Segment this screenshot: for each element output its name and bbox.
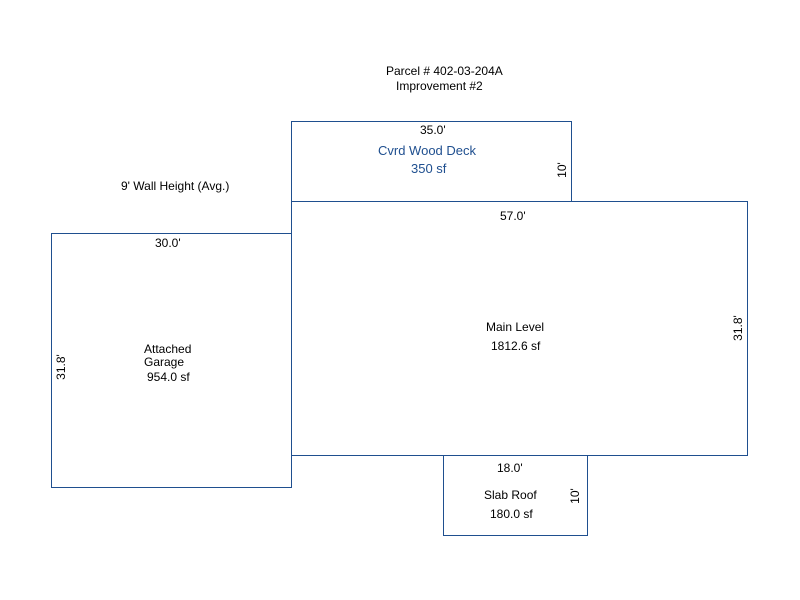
- slab-name: Slab Roof: [484, 488, 537, 502]
- wall-height-note: 9' Wall Height (Avg.): [121, 179, 230, 193]
- main-width-label: 57.0': [500, 209, 526, 223]
- slab-depth-label: 10': [568, 488, 582, 504]
- deck-area: 350 sf: [411, 161, 447, 176]
- garage-area: 954.0 sf: [147, 370, 190, 384]
- main-name: Main Level: [486, 320, 545, 334]
- garage-name-line2: Garage: [144, 355, 185, 369]
- slab-roof-room: [443, 455, 588, 536]
- slab-width-label: 18.0': [497, 461, 523, 475]
- main-area: 1812.6 sf: [491, 339, 541, 353]
- deck-width-label: 35.0': [420, 123, 446, 137]
- garage-depth-label: 31.8': [54, 354, 68, 380]
- improvement-label: Improvement #2: [396, 79, 483, 93]
- garage-name-line1: Attached: [144, 342, 192, 356]
- garage-width-label: 30.0': [155, 236, 181, 250]
- garage-room: [51, 233, 292, 488]
- main-depth-label: 31.8': [731, 315, 745, 341]
- deck-depth-label: 10': [555, 162, 569, 178]
- parcel-number: Parcel # 402-03-204A: [386, 64, 503, 78]
- slab-area: 180.0 sf: [490, 507, 533, 521]
- deck-name: Cvrd Wood Deck: [378, 143, 477, 158]
